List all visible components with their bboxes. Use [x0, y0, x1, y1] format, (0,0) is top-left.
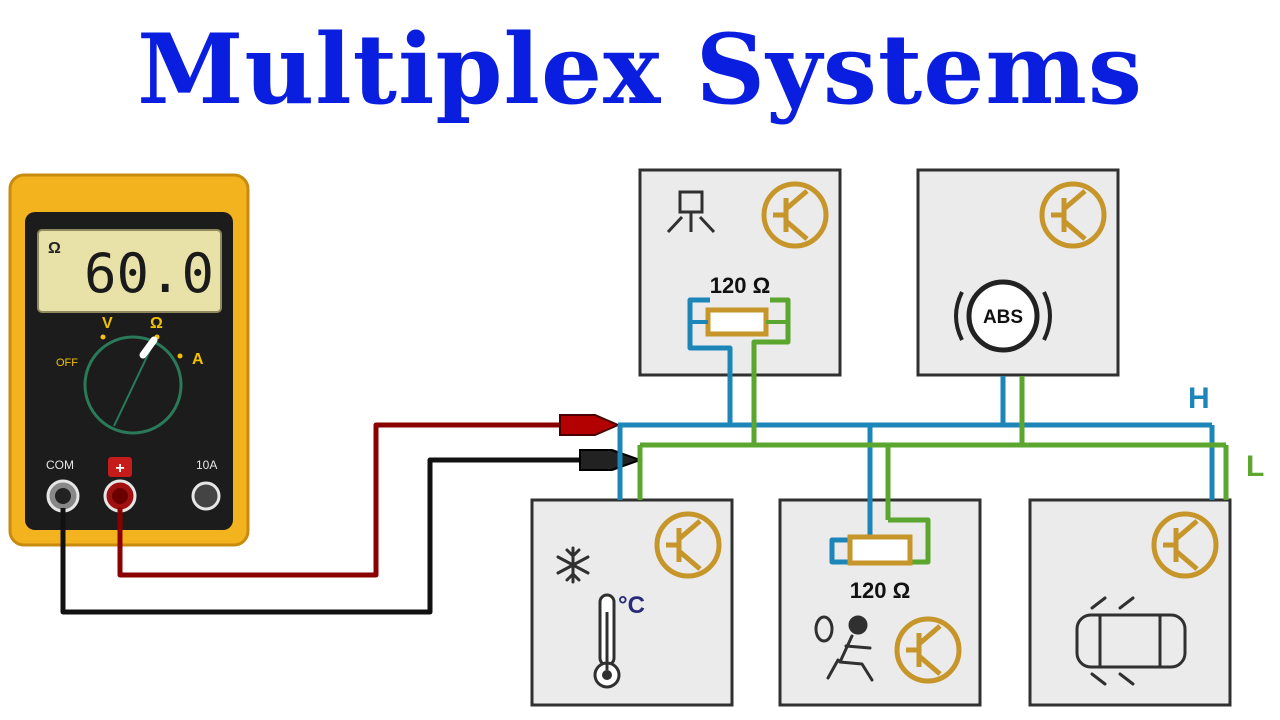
ten-a-port[interactable] [191, 481, 221, 511]
display-value: 60.0 [84, 242, 214, 305]
port-label-10a: 10A [196, 458, 217, 472]
can-high-label: H [1188, 382, 1210, 415]
display-unit: Ω [48, 240, 61, 257]
dial-label-ohm: Ω [150, 315, 163, 332]
module-climate [530, 498, 734, 707]
module-airbag [778, 498, 982, 707]
abs-label: ABS [983, 307, 1023, 328]
car-body-icon [1075, 596, 1187, 686]
snowflake-icon [556, 546, 590, 584]
port-label-plus: + [115, 460, 124, 477]
termination-resistor-lighting: 120 Ω [690, 273, 788, 337]
multimeter-display [37, 229, 222, 313]
transistor-icon [654, 511, 722, 579]
abs-icon: ABS [954, 279, 1052, 353]
dial-label-a: A [192, 351, 204, 368]
dial-label-off: OFF [56, 357, 78, 369]
thermometer-icon [593, 593, 621, 689]
module-boxes [530, 168, 1232, 707]
dial-pointer [139, 336, 158, 359]
red-probe-tip [559, 414, 621, 436]
black-probe-wire [60, 457, 582, 615]
can-low-bus [637, 297, 1229, 565]
transistor-icon [1039, 181, 1107, 249]
rotary-dial[interactable] [83, 335, 183, 435]
transistor-icon [894, 616, 962, 684]
lamp-icon [666, 190, 716, 234]
page-title: Multiplex Systems [137, 13, 1143, 126]
multimeter: Ω 60.0 V Ω OFF A COM + 10A [8, 173, 250, 547]
can-low-label: L [1246, 450, 1264, 483]
port-label-com: COM [46, 458, 74, 472]
dial-label-v: V [102, 315, 113, 332]
transistor-icon [1151, 511, 1219, 579]
temperature-unit: °C [618, 592, 645, 619]
module-lighting [638, 168, 842, 377]
red-probe-wire [117, 422, 565, 578]
transistor-icon [761, 181, 829, 249]
termination-resistor-airbag: 120 Ω [847, 534, 913, 603]
airbag-occupant-icon [814, 615, 874, 682]
module-body [1028, 498, 1232, 707]
resistor-label-lighting: 120 Ω [710, 273, 770, 298]
black-probe-tip [579, 449, 643, 471]
probe-wires [60, 414, 643, 615]
resistor-label-airbag: 120 Ω [850, 578, 910, 603]
